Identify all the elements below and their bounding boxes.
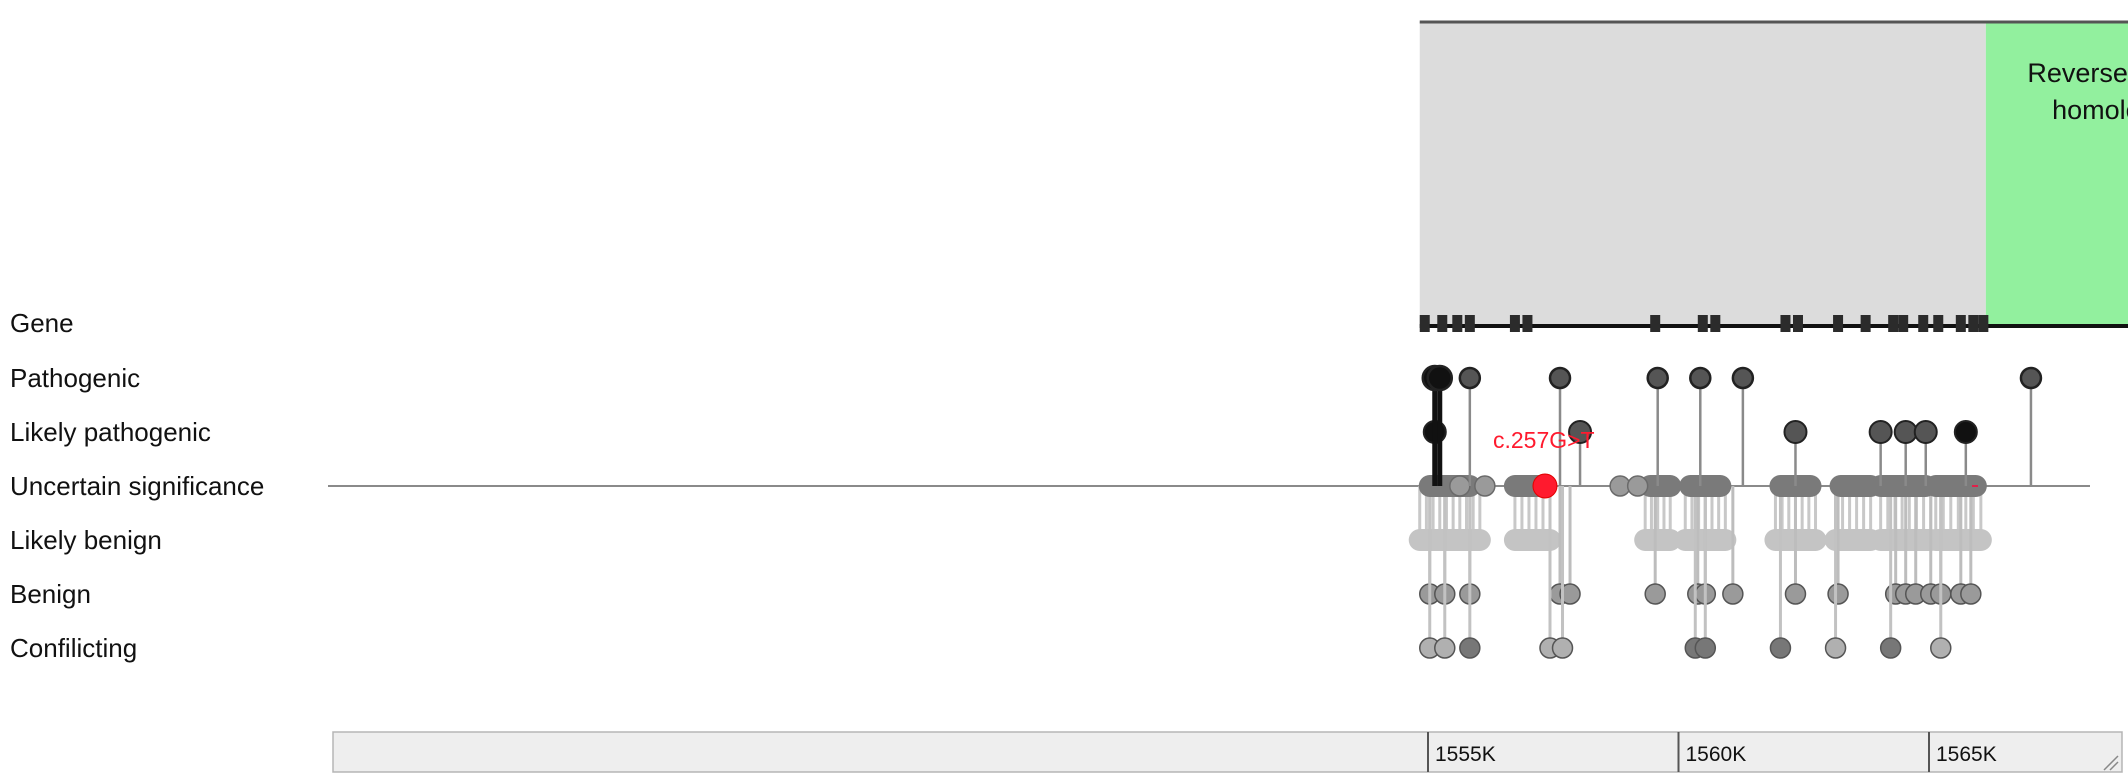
benign-variant bbox=[1559, 583, 1581, 605]
benign-variant bbox=[1722, 583, 1744, 605]
exon-marker bbox=[1710, 315, 1721, 332]
track-label-likely-pathogenic: Likely pathogenic bbox=[10, 417, 211, 447]
conflicting-variant bbox=[1930, 637, 1952, 659]
likely-benign-cluster bbox=[1408, 529, 1491, 551]
resize-grip bbox=[2103, 755, 2119, 771]
pathogenic-variant bbox=[1458, 366, 1482, 390]
benign-variant bbox=[1784, 583, 1807, 605]
track-label-benign: Benign bbox=[10, 579, 91, 609]
likely-benign-cluster bbox=[1503, 529, 1561, 551]
conflicting-variant bbox=[1434, 637, 1456, 659]
exon-marker bbox=[1833, 315, 1844, 332]
exon-marker bbox=[1860, 315, 1871, 332]
uncertain-variant bbox=[1626, 475, 1649, 497]
resize-grip bbox=[2109, 761, 2119, 771]
pathogenic-variant bbox=[1646, 366, 1669, 390]
uncertain-variant bbox=[1449, 475, 1471, 497]
uncertain-cluster bbox=[1924, 475, 1987, 497]
pathogenic-variant bbox=[1548, 366, 1572, 390]
conflicting-variant bbox=[1824, 637, 1847, 659]
exon-marker bbox=[1464, 315, 1475, 332]
exon-marker bbox=[1888, 315, 1899, 332]
track-label-gene: Gene bbox=[10, 308, 74, 338]
exon-marker bbox=[1918, 315, 1929, 332]
uncertain-cluster bbox=[1869, 475, 1937, 497]
exon-marker bbox=[1452, 315, 1463, 332]
pathogenic-variant bbox=[1689, 366, 1712, 390]
conflicting-variant bbox=[1879, 637, 1902, 659]
x-tick-label: 1560K bbox=[1686, 743, 1747, 766]
likely-pathogenic-variant bbox=[1568, 420, 1593, 444]
exon-marker bbox=[1978, 315, 1989, 332]
exon-marker bbox=[1933, 315, 1944, 332]
exon-marker bbox=[1780, 315, 1791, 332]
likely-benign-cluster bbox=[1924, 529, 1992, 551]
track-label-pathogenic: Pathogenic bbox=[10, 363, 140, 393]
conflicting-variant bbox=[1694, 637, 1717, 659]
track-label-uncertain-significance: Uncertain significance bbox=[10, 471, 264, 501]
likely-pathogenic-variant bbox=[1893, 420, 1918, 444]
likely-pathogenic-variant bbox=[1783, 420, 1808, 444]
conflicting-variant bbox=[1551, 637, 1574, 659]
exon-marker bbox=[1968, 315, 1979, 332]
exon-marker bbox=[1437, 315, 1448, 332]
uncertain-cluster bbox=[1829, 475, 1882, 497]
benign-variant bbox=[1827, 583, 1849, 605]
exon-marker bbox=[1898, 315, 1909, 332]
exon-marker bbox=[1509, 315, 1520, 332]
conflicting-variant bbox=[1459, 637, 1481, 659]
x-axis-box bbox=[332, 731, 2123, 773]
highlight-variant bbox=[1532, 473, 1558, 499]
exon-marker bbox=[1650, 315, 1661, 332]
exon-marker bbox=[1419, 315, 1430, 332]
exon-marker bbox=[1792, 315, 1803, 332]
domain-block bbox=[1985, 22, 2128, 326]
pathogenic-variant bbox=[1731, 366, 1755, 390]
exon-marker bbox=[1955, 315, 1966, 332]
likely-pathogenic-variant bbox=[1868, 420, 1893, 444]
x-tick-label: 1555K bbox=[1435, 743, 1496, 766]
uncertain-cluster bbox=[1679, 475, 1732, 497]
track-label-likely-benign: Likely benign bbox=[10, 525, 162, 555]
benign-variant bbox=[1960, 583, 1982, 605]
exon-marker bbox=[1697, 315, 1708, 332]
likely-pathogenic-variant bbox=[1953, 420, 1978, 444]
domain-label: Reverse transcriptasehomology domain bbox=[2027, 58, 2128, 125]
exon-marker bbox=[1522, 315, 1533, 332]
domain-block bbox=[1419, 22, 1986, 326]
uncertain-variant bbox=[1474, 475, 1496, 497]
x-tick-label: 1565K bbox=[1936, 743, 1997, 766]
pathogenic-variant bbox=[1426, 364, 1454, 392]
uncertain-cluster bbox=[1639, 475, 1682, 497]
conflicting-variant bbox=[1769, 637, 1792, 659]
track-label-confilicting: Confilicting bbox=[10, 633, 137, 663]
likely-pathogenic-variant bbox=[1913, 420, 1938, 444]
pathogenic-variant bbox=[2019, 366, 2043, 390]
likely-benign-cluster bbox=[1634, 529, 1682, 551]
benign-variant bbox=[1644, 583, 1666, 605]
highlight-label: c.257G>T bbox=[1493, 427, 1595, 453]
